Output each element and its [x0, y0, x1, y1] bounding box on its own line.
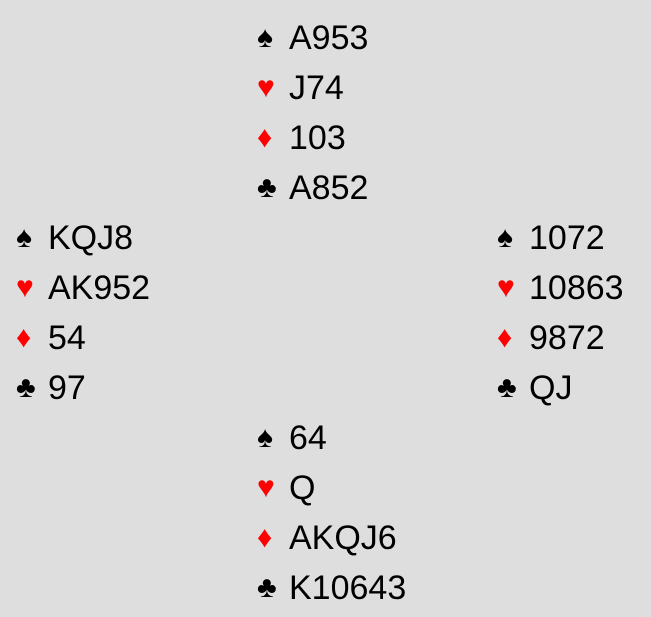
spades-icon: ♠ [16, 221, 32, 254]
cards: 9872 [529, 319, 605, 357]
west-clubs-holding: ♣ 97 [16, 363, 150, 413]
north-clubs-holding: ♣ A852 [257, 163, 368, 213]
spades-icon: ♠ [257, 421, 273, 454]
hearts-icon: ♥ [497, 271, 515, 304]
cards: J74 [289, 69, 344, 107]
spades-icon: ♠ [257, 21, 273, 54]
west-hearts-holding: ♥ AK952 [16, 263, 150, 313]
diamonds-icon: ♦ [257, 521, 273, 554]
south-spades-holding: ♠ 64 [257, 413, 406, 463]
south-clubs-holding: ♣ K10643 [257, 563, 406, 613]
hearts-icon: ♥ [16, 271, 34, 304]
hearts-icon: ♥ [257, 471, 275, 504]
cards: 54 [48, 319, 86, 357]
east-hearts-holding: ♥ 10863 [497, 263, 624, 313]
west-diamonds-holding: ♦ 54 [16, 313, 150, 363]
cards: K10643 [289, 569, 407, 607]
spades-icon: ♠ [497, 221, 513, 254]
diamonds-icon: ♦ [16, 321, 32, 354]
diamonds-icon: ♦ [497, 321, 513, 354]
cards: AK952 [48, 269, 151, 307]
north-hand: ♠ A953 ♥ J74 ♦ 103 ♣ A852 [257, 13, 368, 213]
west-spades-holding: ♠ KQJ8 [16, 213, 150, 263]
east-spades-holding: ♠ 1072 [497, 213, 624, 263]
hearts-icon: ♥ [257, 71, 275, 104]
south-diamonds-holding: ♦ AKQJ6 [257, 513, 406, 563]
cards: 10863 [529, 269, 624, 307]
cards: A953 [289, 19, 369, 57]
cards: KQJ8 [48, 219, 134, 257]
north-diamonds-holding: ♦ 103 [257, 113, 368, 163]
north-spades-holding: ♠ A953 [257, 13, 368, 63]
cards: 97 [48, 369, 86, 407]
east-diamonds-holding: ♦ 9872 [497, 313, 624, 363]
cards: A852 [289, 169, 369, 207]
clubs-icon: ♣ [16, 371, 36, 404]
cards: Q [289, 469, 316, 507]
north-hearts-holding: ♥ J74 [257, 63, 368, 113]
clubs-icon: ♣ [257, 171, 277, 204]
clubs-icon: ♣ [257, 571, 277, 604]
east-clubs-holding: ♣ QJ [497, 363, 624, 413]
cards: QJ [529, 369, 573, 407]
east-hand: ♠ 1072 ♥ 10863 ♦ 9872 ♣ QJ [497, 213, 624, 413]
south-hand: ♠64♥Q♦AKQJ6♣K10643 [257, 413, 406, 613]
cards: 64 [289, 419, 327, 457]
clubs-icon: ♣ [497, 371, 517, 404]
south-hearts-holding: ♥Q [257, 463, 406, 513]
cards: 1072 [529, 219, 605, 257]
west-hand: ♠ KQJ8 ♥ AK952 ♦ 54 ♣ 97 [16, 213, 150, 413]
cards: AKQJ6 [289, 519, 397, 557]
cards: 103 [289, 119, 346, 157]
diamonds-icon: ♦ [257, 121, 273, 154]
